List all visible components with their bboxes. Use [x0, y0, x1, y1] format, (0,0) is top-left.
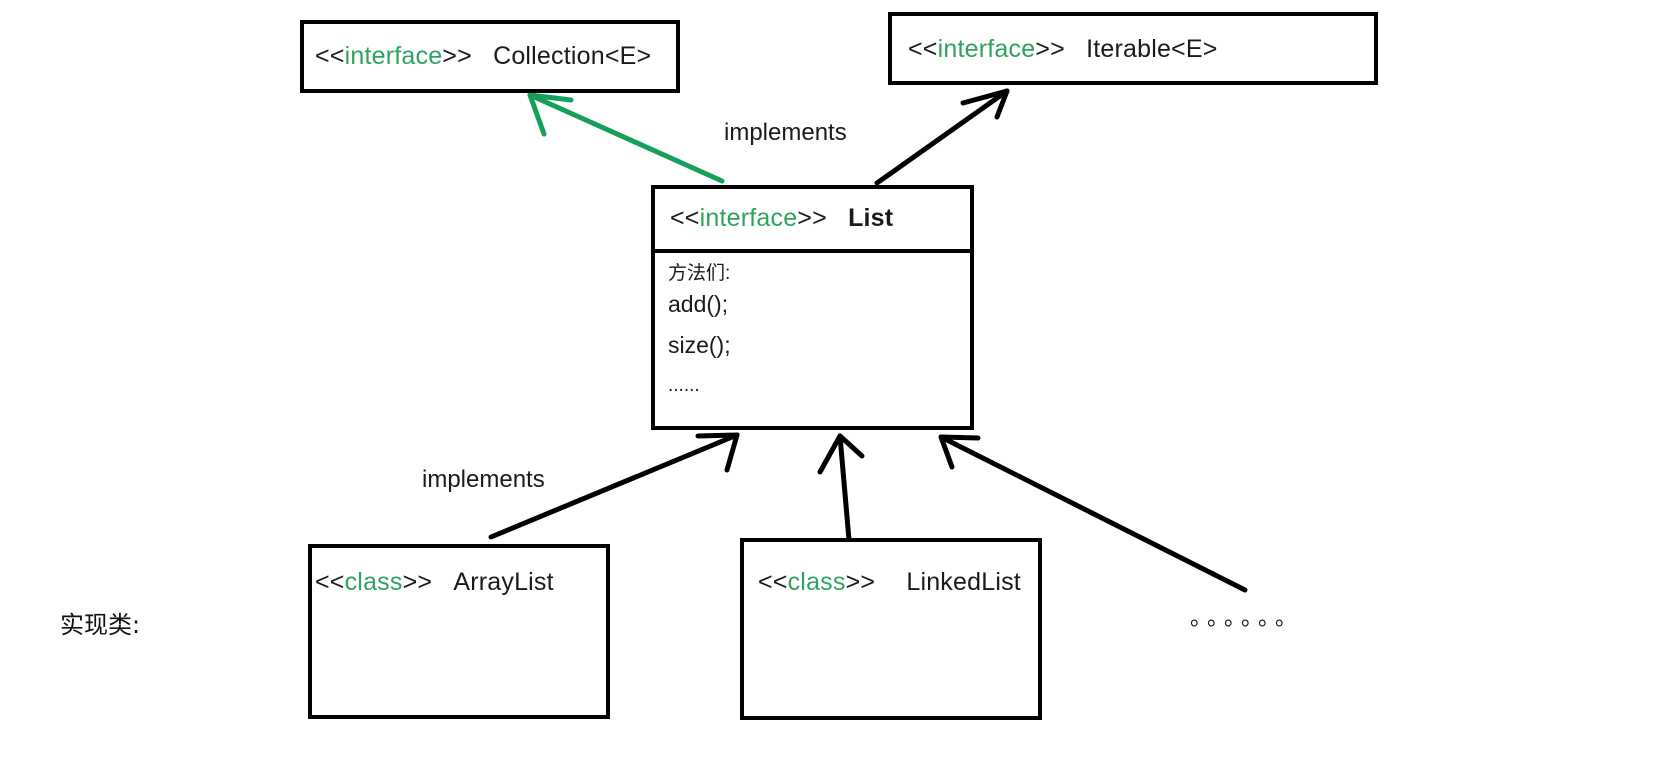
class-box-linkedlist-title: <<class>> LinkedList	[758, 568, 1021, 597]
class-name-iterable: Iterable<E>	[1086, 35, 1218, 63]
class-name-arraylist: ArrayList	[453, 568, 554, 596]
arrow-list-to-collection	[527, 92, 725, 184]
class-box-arraylist-title: <<class>> ArrayList	[315, 568, 554, 597]
list-member-size: size();	[668, 332, 731, 358]
edge-label-implements-top: implements	[724, 119, 847, 146]
more-classes-dots: 。。。。。。	[1190, 606, 1304, 631]
stereotype-close-angle: >>	[402, 568, 433, 596]
class-box-list[interactable]	[651, 185, 974, 430]
class-box-collection[interactable]	[300, 20, 680, 93]
stereotype-close-angle: >>	[845, 568, 876, 596]
stereotype-label: interface	[699, 204, 798, 232]
class-box-list-title: <<interface>> List	[670, 204, 893, 233]
stereotype-label: class	[344, 568, 403, 596]
stereotype-label: interface	[344, 42, 443, 70]
class-box-linkedlist[interactable]	[740, 538, 1042, 720]
stereotype-open-angle: <<	[758, 568, 788, 596]
class-name-collection: Collection<E>	[493, 42, 652, 70]
stereotype-open-angle: <<	[908, 35, 938, 63]
stereotype-close-angle: >>	[1035, 35, 1065, 63]
class-box-list-divider	[651, 249, 974, 253]
list-member-more: ......	[668, 375, 700, 396]
stereotype-label: class	[787, 568, 846, 596]
edge-label-implements-bottom: implements	[422, 466, 545, 493]
arrow-list-to-iterable	[874, 88, 1010, 186]
stereotype-open-angle: <<	[315, 42, 345, 70]
arrow-linkedlist-to-list	[817, 433, 865, 543]
class-name-linkedlist: LinkedList	[906, 568, 1021, 596]
implementing-classes-label: 实现类:	[60, 611, 141, 639]
stereotype-open-angle: <<	[670, 204, 700, 232]
class-name-list: List	[848, 204, 894, 232]
class-box-iterable-title: <<interface>> Iterable<E>	[908, 35, 1218, 64]
stereotype-label: interface	[937, 35, 1036, 63]
stereotype-close-angle: >>	[797, 204, 827, 232]
class-box-arraylist[interactable]	[308, 544, 610, 719]
class-box-iterable[interactable]	[888, 12, 1378, 85]
list-member-add: add();	[668, 291, 729, 317]
class-box-collection-title: <<interface>> Collection<E>	[315, 42, 651, 71]
list-members-header: 方法们:	[668, 263, 731, 284]
stereotype-open-angle: <<	[315, 568, 345, 596]
stereotype-close-angle: >>	[442, 42, 472, 70]
